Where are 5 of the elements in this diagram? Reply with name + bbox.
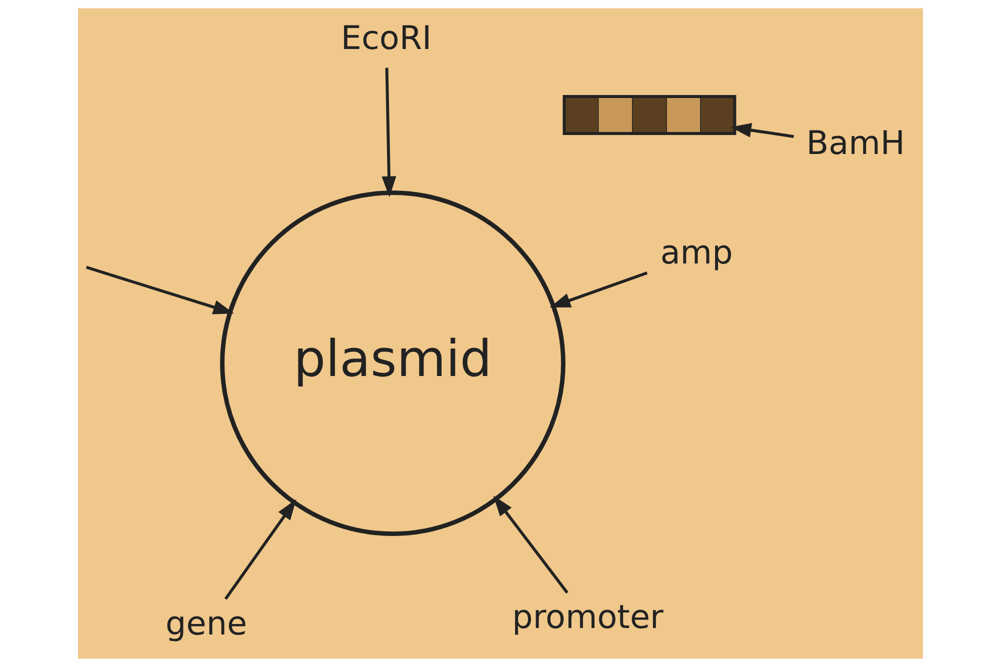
node-text: amp bbox=[660, 234, 732, 272]
node-text: EcoRI bbox=[340, 19, 432, 58]
node-text: promoter bbox=[512, 598, 663, 636]
node-text: gene bbox=[165, 604, 247, 642]
node-text: BamH bbox=[806, 124, 904, 162]
